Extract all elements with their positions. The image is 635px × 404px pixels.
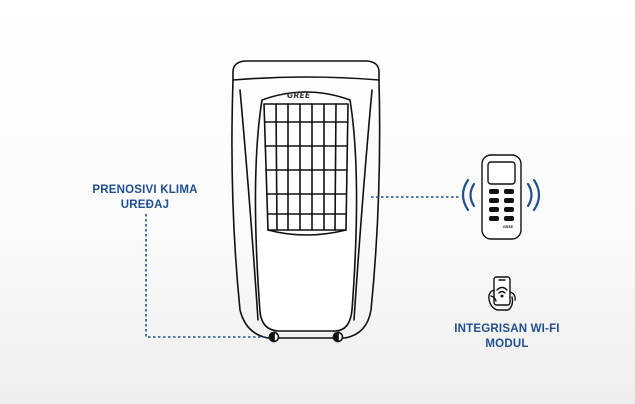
portable-ac-label-line1: PRENOSIVI KLIMA xyxy=(92,184,198,196)
brand-logo-text: GREE xyxy=(287,91,311,100)
hand-phone-wifi-icon xyxy=(488,276,516,311)
portable-ac-label: PRENOSIVI KLIMA UREĐAJ xyxy=(80,183,210,213)
wifi-module-label-line2: MODUL xyxy=(485,338,529,350)
gree-logo: GREE xyxy=(287,91,331,100)
signal-waves-icon xyxy=(461,178,541,212)
remote-logo-text: GREE xyxy=(502,225,514,229)
wifi-module-label-line1: INTEGRISAN WI-FI xyxy=(454,323,560,335)
remote-control-icon xyxy=(481,154,522,240)
ac-connector-line xyxy=(145,214,268,338)
remote-logo: GREE xyxy=(493,225,523,229)
wifi-module-label: INTEGRISAN WI-FI MODUL xyxy=(432,322,582,352)
portable-ac-label-line2: UREĐAJ xyxy=(120,199,170,211)
portable-air-conditioner-icon xyxy=(231,60,381,343)
